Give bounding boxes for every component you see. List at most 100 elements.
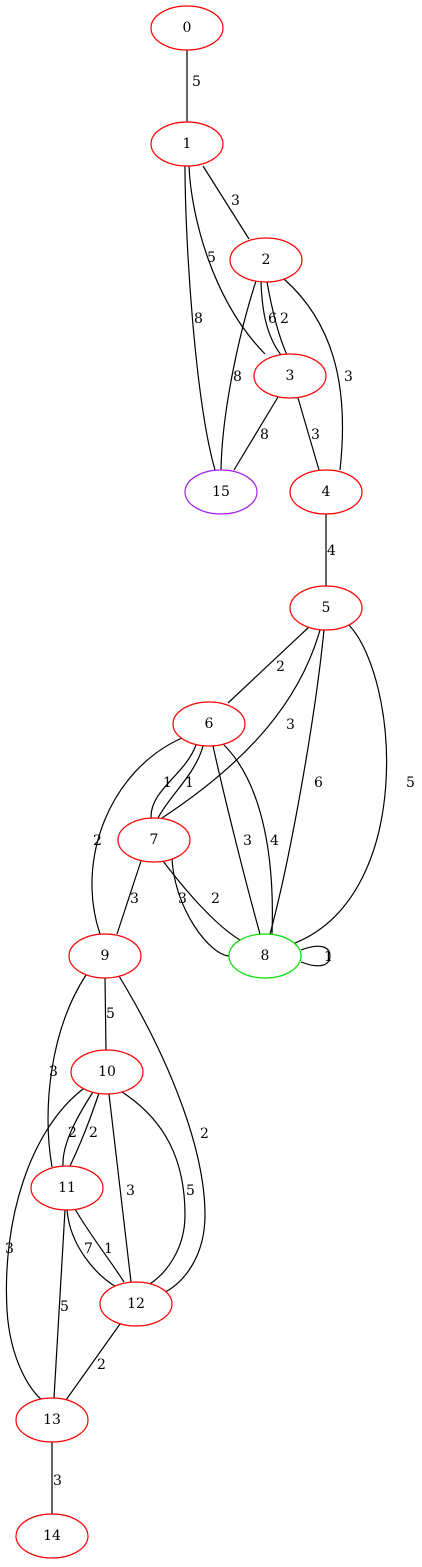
node-14: 14: [15, 1513, 89, 1559]
edge-line: [62, 1091, 94, 1167]
edge-line: [104, 977, 107, 1051]
node-1: 1: [150, 121, 224, 167]
edge-line: [188, 165, 266, 355]
edge-line: [161, 629, 321, 819]
node-label: 9: [101, 948, 110, 964]
edge-weight-label: 2: [276, 659, 285, 675]
edge-5-7: 3: [161, 629, 321, 819]
edge-line: [283, 278, 344, 471]
node-ellipse: [70, 1049, 144, 1095]
node-label: 15: [212, 484, 230, 500]
edge-line: [69, 1092, 100, 1167]
edge-weight-label: 8: [260, 427, 269, 443]
node-ellipse: [289, 469, 363, 515]
edge-weight-label: 3: [286, 717, 295, 733]
edge-line: [269, 629, 325, 935]
edge-6-8: 4: [222, 743, 279, 935]
edge-10-11: 2: [62, 1091, 94, 1167]
node-ellipse: [229, 237, 303, 283]
edge-line: [5, 1088, 84, 1401]
node-ellipse: [150, 121, 224, 167]
edge-line: [116, 860, 142, 935]
edge-line: [266, 281, 288, 356]
node-ellipse: [15, 1397, 89, 1443]
node-ellipse: [253, 353, 327, 399]
node-3: 3: [253, 353, 327, 399]
edge-line: [227, 626, 310, 704]
edge-0-1: 5: [186, 50, 201, 122]
edge-weight-label: 3: [178, 891, 187, 907]
edge-weight-label: 4: [327, 543, 336, 559]
edge-weight-label: 3: [53, 1473, 62, 1489]
edge-weight-label: 2: [211, 891, 220, 907]
node-ellipse: [150, 5, 224, 51]
edge-line: [222, 743, 273, 935]
edge-weight-label: 8: [233, 369, 242, 385]
edge-line: [297, 397, 320, 471]
node-ellipse: [172, 701, 246, 747]
edge-line: [47, 974, 87, 1168]
node-5: 5: [289, 585, 363, 631]
edge-11-12: 7: [66, 1209, 119, 1289]
node-7: 7: [117, 817, 191, 863]
edge-weight-label: 5: [60, 1299, 69, 1315]
node-label: 7: [150, 832, 159, 848]
node-label: 3: [286, 368, 295, 384]
edge-weight-label: 3: [49, 1064, 58, 1080]
edge-weight-label: 8: [194, 311, 203, 327]
node-label: 6: [205, 716, 214, 732]
edge-11-13: 5: [53, 1209, 69, 1399]
edge-line: [121, 1091, 186, 1286]
edge-line: [108, 1093, 132, 1283]
edge-line: [233, 396, 279, 471]
node-ellipse: [184, 469, 258, 515]
node-ellipse: [68, 933, 142, 979]
edge-9-10: 5: [104, 977, 115, 1051]
edge-7-8: 3: [171, 858, 230, 957]
node-ellipse: [228, 933, 302, 979]
edge-line: [202, 165, 250, 240]
edge-11-12: 1: [74, 1208, 125, 1283]
node-ellipse: [117, 817, 191, 863]
node-ellipse: [99, 1281, 173, 1327]
node-label: 0: [183, 20, 192, 36]
edge-line: [171, 858, 230, 957]
edge-weight-label: 6: [268, 311, 277, 327]
edge-6-9: 2: [91, 737, 183, 935]
node-0: 0: [150, 5, 224, 51]
edge-6-8: 3: [212, 745, 261, 935]
node-6: 6: [172, 701, 246, 747]
edge-line: [150, 744, 197, 819]
edge-6-7: 1: [150, 744, 197, 819]
edge-7-9: 3: [116, 860, 142, 935]
edge-line: [162, 860, 241, 941]
edge-weight-label: 3: [344, 369, 353, 385]
edge-line: [65, 1323, 121, 1401]
edge-9-11: 3: [47, 974, 87, 1168]
edge-weight-label: 3: [5, 1241, 14, 1257]
edge-13-14: 3: [51, 1442, 62, 1514]
edge-7-8: 2: [162, 860, 241, 941]
node-label: 4: [322, 484, 331, 500]
edge-weight-label: 7: [84, 1241, 93, 1257]
edge-line: [66, 1209, 119, 1289]
edge-line: [91, 737, 183, 935]
edge-2-3: 2: [266, 281, 289, 356]
edge-3-15: 8: [233, 396, 279, 471]
edge-weight-label: 6: [314, 775, 323, 791]
edge-weight-label: 2: [280, 311, 289, 327]
node-label: 10: [98, 1064, 116, 1080]
edge-weight-label: 2: [200, 1126, 209, 1142]
node-12: 12: [99, 1281, 173, 1327]
edge-2-3: 6: [260, 281, 282, 356]
node-label: 8: [261, 948, 270, 964]
node-4: 4: [289, 469, 363, 515]
edge-line: [157, 745, 204, 819]
edge-9-12: 2: [118, 975, 209, 1293]
edge-10-13: 3: [5, 1088, 84, 1401]
edge-10-12: 5: [121, 1091, 195, 1286]
edge-weight-label: 3: [231, 193, 240, 209]
edge-weight-label: 3: [126, 1183, 135, 1199]
